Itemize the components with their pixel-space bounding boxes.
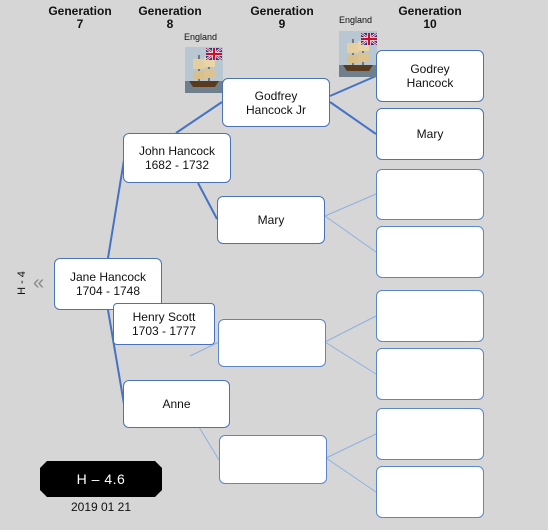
empty-person-box[interactable] [376,226,484,278]
person-box-mary-gen9[interactable]: Mary [217,196,325,244]
person-box-mary-gen10[interactable]: Mary [376,108,484,160]
generation-9-header: Generation 9 [244,5,320,31]
person-name: John Hancock [138,144,216,158]
person-name-line1: Godfrey [254,88,298,103]
empty-person-box[interactable] [218,319,326,367]
sailing-ship-icon [339,31,377,77]
generation-9-header-line1: Generation [250,4,314,18]
person-name-line2: Hancock Jr [245,102,307,117]
union-jack-flag-icon [360,32,378,46]
generation-7-header-line1: Generation [48,4,112,18]
origin-label-godrey: England [339,15,373,25]
person-name: Henry Scott [132,310,196,324]
double-chevron-left-icon[interactable]: « [33,272,45,294]
person-box-anne[interactable]: Anne [123,380,230,428]
empty-person-box[interactable] [376,408,484,460]
person-dates: 1682 - 1732 [144,158,210,172]
generation-10-header-line1: Generation [398,4,462,18]
generation-7-header-line2: 7 [76,17,84,31]
union-jack-flag-icon [205,47,223,61]
side-reference-label: H - 4 [16,271,28,295]
generation-10-header: Generation 10 [392,5,468,31]
empty-person-box[interactable] [376,169,484,220]
person-name: Mary [416,127,444,141]
generation-9-header-line2: 9 [278,17,286,31]
person-name-line1: Godrey [410,62,450,76]
generation-7-header: Generation 7 [42,5,118,31]
person-box-godfrey-hancock-jr[interactable]: Godfrey Hancock Jr [222,78,330,127]
person-name: Anne [162,397,191,411]
person-box-henry-scott[interactable]: Henry Scott 1703 - 1777 [113,303,215,345]
origin-label-godfrey-jr: England [184,32,218,42]
generation-8-header: Generation 8 [132,5,208,31]
reference-date: 2019 01 21 [70,500,132,514]
empty-person-box[interactable] [219,435,327,484]
empty-person-box[interactable] [376,348,484,400]
generation-8-header-line1: Generation [138,4,202,18]
person-dates: 1703 - 1777 [131,324,197,338]
person-name: Mary [257,213,285,227]
person-name: Jane Hancock [69,270,147,284]
generation-8-header-line2: 8 [166,17,174,31]
empty-person-box[interactable] [376,466,484,518]
person-box-godrey-hancock[interactable]: Godrey Hancock [376,50,484,102]
person-box-jane-hancock[interactable]: Jane Hancock 1704 - 1748 [54,258,162,310]
person-box-john-hancock[interactable]: John Hancock 1682 - 1732 [123,133,231,183]
person-dates: 1704 - 1748 [75,284,141,298]
reference-code-badge: H – 4.6 [40,461,162,497]
person-name-line2: Hancock [406,76,454,90]
empty-person-box[interactable] [376,290,484,342]
generation-10-header-line2: 10 [423,17,437,31]
